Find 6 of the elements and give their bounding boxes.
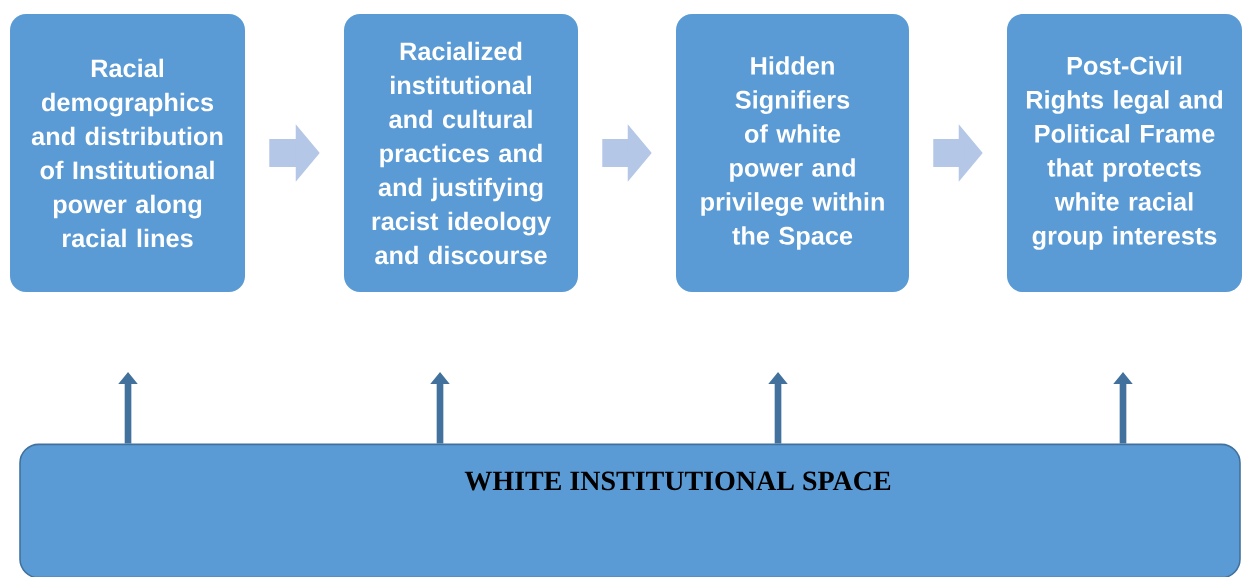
process-box: Post-Civil Rights legal and Political Frame that protects white racial group interests <box>1007 14 1242 292</box>
process-box: Hidden Signifiers of white power and privilege within the Space <box>676 14 909 292</box>
base-box <box>19 443 1241 577</box>
process-box: Racialized institutional and cultural practices and and justifying racist ideology and discourse <box>344 14 578 292</box>
process-box: Racial demographics and distribution of Institutional power along racial lines <box>10 14 245 292</box>
base-title: WHITE INSTITUTIONAL SPACE <box>464 471 891 491</box>
